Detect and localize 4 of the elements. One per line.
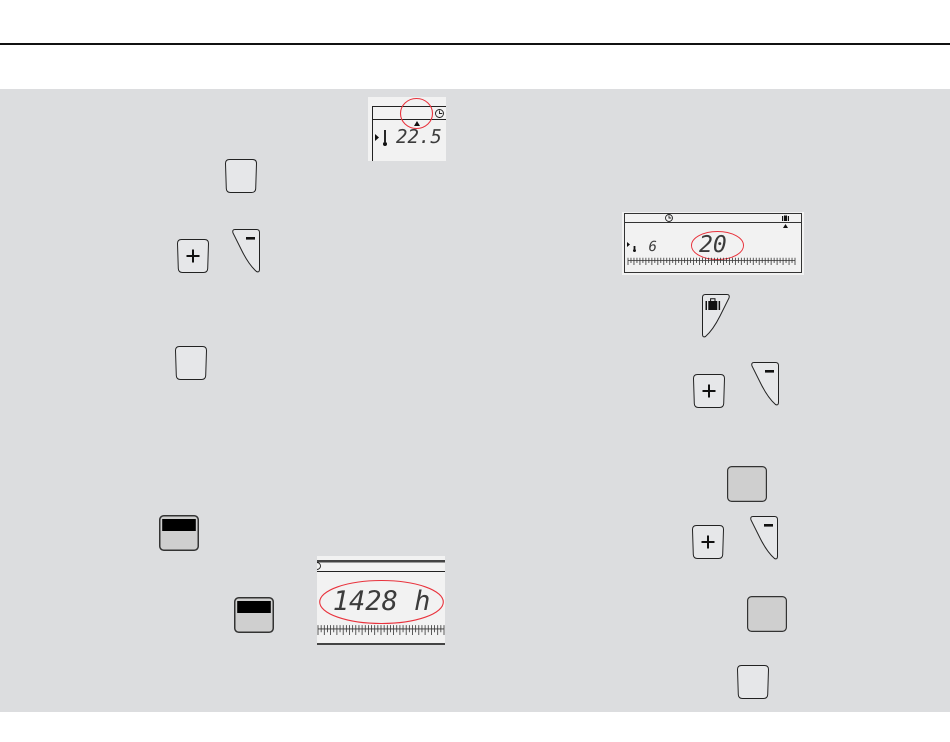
lcd-reading: 22.5 [396,130,442,146]
lcd-reading: 1428 h [332,590,430,612]
lcd-reading: 6 [648,242,657,253]
lcd-reading: 20 [699,236,727,255]
